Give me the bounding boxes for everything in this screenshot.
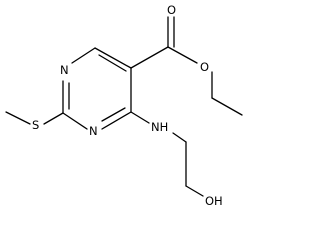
bond-n-ch2: [172, 132, 187, 143]
atom-n-upper: N: [60, 63, 69, 77]
atom-o-ester: O: [200, 60, 209, 74]
atom-n-lower: N: [89, 124, 98, 138]
bond-s-ch3: [5, 111, 31, 125]
bond-ch2-ch3: [211, 97, 243, 116]
atom-nh: NH: [151, 120, 168, 134]
bond-n1-c6: [71, 47, 96, 64]
bond-n3-c2: [62, 112, 88, 130]
bond-c4-n3-inner: [101, 107, 126, 122]
bond-c4-n3: [101, 111, 132, 130]
bond-carbonyl-c-ester-o: [167, 46, 198, 64]
bond-ch2-oh: [185, 185, 204, 197]
methylthio-group: [5, 111, 64, 125]
ester-group: [130, 16, 243, 116]
atom-oh: OH: [205, 194, 223, 208]
atom-o-carbonyl: O: [167, 3, 176, 17]
bond-c4-n: [130, 111, 150, 124]
bond-c6-c5-inner: [98, 54, 127, 72]
bond-c6-c5: [94, 47, 132, 69]
molecule-canvas: N N S O O NH OH: [5, 3, 243, 208]
structure-diagram: N N S O O NH OH: [5, 3, 243, 208]
pyrimidine-ring: [62, 47, 132, 130]
hydroxyethylamino-group: [130, 111, 204, 197]
bond-c5-carbonyl-c: [130, 46, 169, 69]
bond-c2-s: [43, 112, 64, 125]
atom-s: S: [32, 118, 39, 132]
